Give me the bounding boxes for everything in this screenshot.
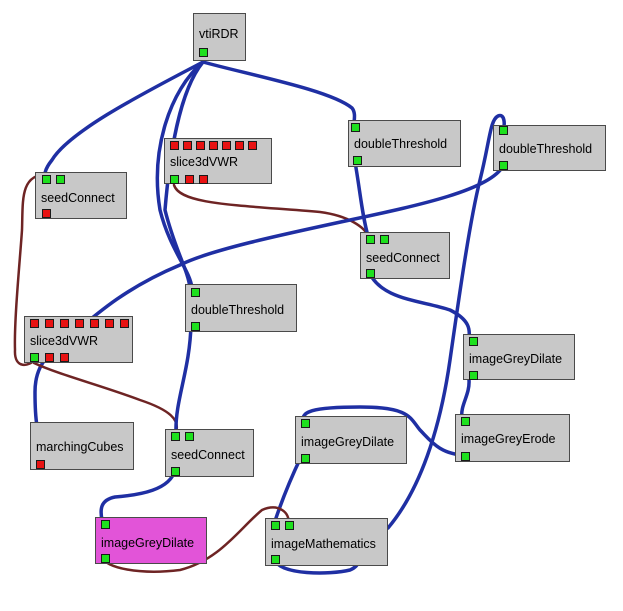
input-port[interactable] — [56, 175, 65, 184]
data-connection-wire[interactable] — [201, 60, 357, 126]
input-port[interactable] — [366, 235, 375, 244]
node-label: marchingCubes — [36, 440, 124, 454]
data-connection-wire[interactable] — [99, 468, 177, 522]
output-port[interactable] — [469, 371, 478, 380]
input-port[interactable] — [191, 288, 200, 297]
input-port[interactable] — [183, 141, 192, 150]
output-port[interactable] — [45, 353, 54, 362]
link-connection-wire[interactable] — [13, 172, 49, 366]
input-port[interactable] — [285, 521, 294, 530]
data-connection-wire[interactable] — [386, 113, 506, 530]
output-port[interactable] — [191, 322, 200, 331]
node-label: imageMathematics — [271, 537, 376, 551]
node-label: imageGreyDilate — [301, 435, 395, 449]
node-label: seedConnect — [366, 251, 440, 265]
node-label: slice3dVWR — [170, 155, 239, 169]
input-port[interactable] — [222, 141, 231, 150]
input-port[interactable] — [271, 521, 280, 530]
input-port[interactable] — [248, 141, 257, 150]
input-port[interactable] — [42, 175, 51, 184]
node-label: imageGreyDilate — [469, 352, 563, 366]
node-vtiRDR[interactable]: vtiRDR — [193, 13, 246, 61]
node-imageGreyDilate-selected[interactable]: imageGreyDilate — [95, 517, 207, 564]
node-doubleThreshold[interactable]: doubleThreshold — [185, 284, 297, 332]
node-label: vtiRDR — [199, 27, 239, 41]
node-label: imageGreyErode — [461, 432, 556, 446]
input-port[interactable] — [185, 432, 194, 441]
input-port[interactable] — [499, 126, 508, 135]
input-port[interactable] — [101, 520, 110, 529]
link-connection-wire[interactable] — [100, 506, 290, 573]
data-connection-wire[interactable] — [353, 160, 370, 238]
node-imageGreyErode[interactable]: imageGreyErode — [455, 414, 570, 462]
output-port[interactable] — [301, 454, 310, 463]
output-port[interactable] — [199, 175, 208, 184]
output-port[interactable] — [353, 156, 362, 165]
node-imageMathematics[interactable]: imageMathematics — [265, 518, 388, 566]
node-doubleThreshold[interactable]: doubleThreshold — [493, 125, 606, 171]
node-slice3dVWR[interactable]: slice3dVWR — [24, 316, 133, 363]
input-port[interactable] — [45, 319, 54, 328]
input-port[interactable] — [171, 432, 180, 441]
output-port[interactable] — [366, 269, 375, 278]
node-slice3dVWR[interactable]: slice3dVWR — [164, 138, 272, 184]
input-port[interactable] — [380, 235, 389, 244]
input-port[interactable] — [170, 141, 179, 150]
output-port[interactable] — [30, 353, 39, 362]
input-port[interactable] — [120, 319, 129, 328]
output-port[interactable] — [461, 452, 470, 461]
node-imageGreyDilate[interactable]: imageGreyDilate — [295, 416, 407, 464]
output-port[interactable] — [101, 554, 110, 563]
node-doubleThreshold[interactable]: doubleThreshold — [348, 120, 461, 167]
input-port[interactable] — [90, 319, 99, 328]
input-port[interactable] — [105, 319, 114, 328]
input-port[interactable] — [351, 123, 360, 132]
input-port[interactable] — [461, 417, 470, 426]
input-port[interactable] — [60, 319, 69, 328]
input-port[interactable] — [469, 337, 478, 346]
node-seedConnect[interactable]: seedConnect — [165, 429, 254, 477]
output-port[interactable] — [171, 467, 180, 476]
node-label: imageGreyDilate — [101, 536, 195, 550]
node-imageGreyDilate[interactable]: imageGreyDilate — [463, 334, 575, 380]
node-label: seedConnect — [171, 448, 245, 462]
input-port[interactable] — [235, 141, 244, 150]
node-seedConnect[interactable]: seedConnect — [35, 172, 127, 219]
data-connection-wire[interactable] — [273, 455, 303, 523]
node-seedConnect[interactable]: seedConnect — [360, 232, 450, 279]
node-label: doubleThreshold — [191, 303, 285, 317]
node-label: seedConnect — [41, 191, 115, 205]
data-connection-wire[interactable] — [460, 378, 471, 420]
output-port[interactable] — [499, 161, 508, 170]
data-connection-wire[interactable] — [300, 405, 468, 457]
input-port[interactable] — [209, 141, 218, 150]
input-port[interactable] — [30, 319, 39, 328]
node-label: doubleThreshold — [499, 142, 593, 156]
output-port[interactable] — [170, 175, 179, 184]
data-connection-wire[interactable] — [33, 164, 505, 428]
node-marchingCubes[interactable]: marchingCubes — [30, 422, 134, 470]
data-connection-wire[interactable] — [174, 322, 193, 434]
data-connection-wire[interactable] — [163, 60, 205, 290]
output-port[interactable] — [60, 353, 69, 362]
input-port[interactable] — [301, 419, 310, 428]
output-port[interactable] — [271, 555, 280, 564]
output-port[interactable] — [36, 460, 45, 469]
input-port[interactable] — [75, 319, 84, 328]
node-label: doubleThreshold — [354, 137, 448, 151]
node-label: slice3dVWR — [30, 334, 99, 348]
input-port[interactable] — [196, 141, 205, 150]
data-connection-wire[interactable] — [366, 268, 472, 340]
output-port[interactable] — [199, 48, 208, 57]
link-connection-wire[interactable] — [172, 183, 370, 238]
output-port[interactable] — [185, 175, 194, 184]
output-port[interactable] — [42, 209, 51, 218]
